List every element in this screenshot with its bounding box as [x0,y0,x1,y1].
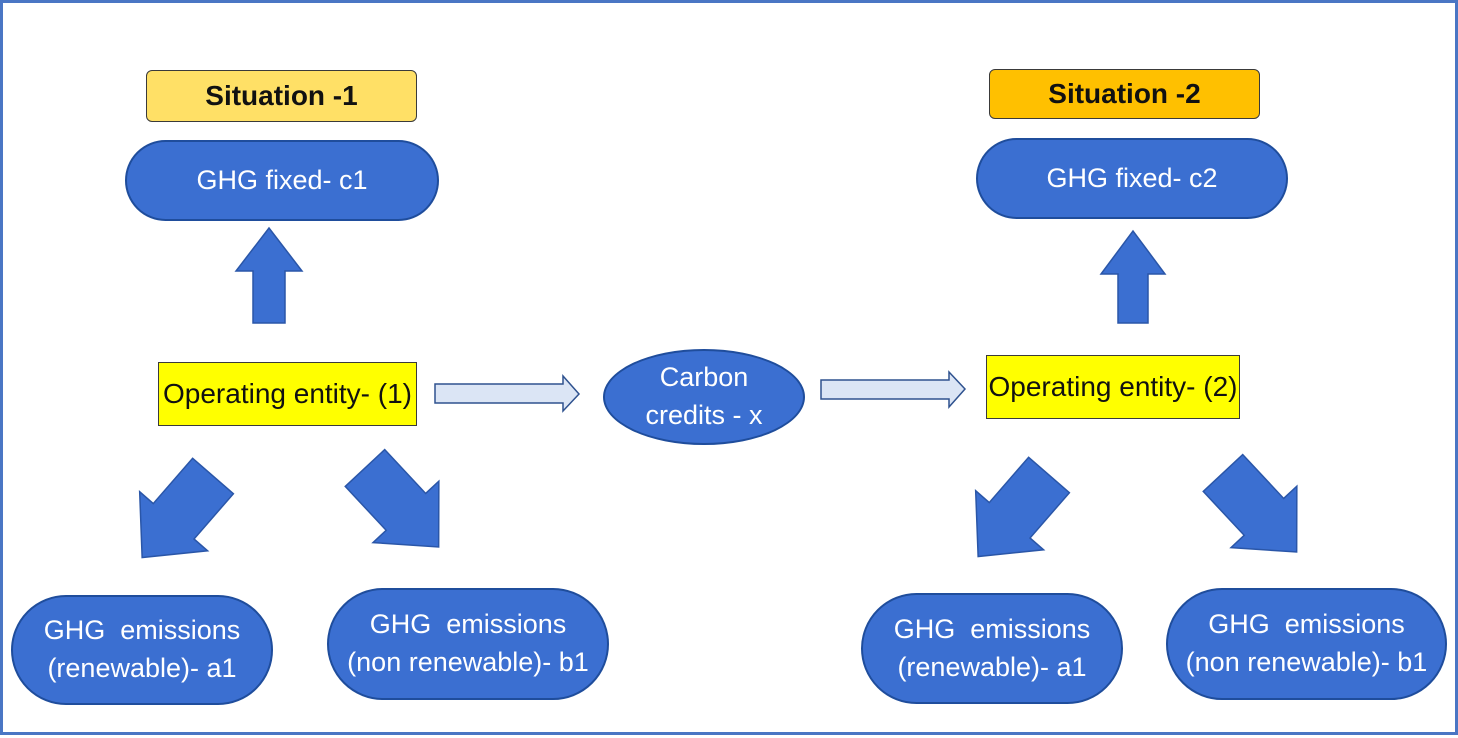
nonrenewable-2-line1: GHG emissions [1208,609,1405,640]
renewable-emissions-node-2: GHG emissions (renewable)- a1 [861,593,1123,704]
flow-arrow-entity1-to-credits [434,374,581,413]
carbon-credits-line2: credits - x [645,400,763,430]
down-left-arrow-situation-1 [138,457,235,559]
renewable-2-line1: GHG emissions [893,613,1091,644]
operating-entity-1-text: Operating entity- (1) [163,378,412,409]
renewable-emissions-node-1: GHG emissions (renewable)- a1 [11,595,273,705]
down-right-arrow-situation-1 [344,448,440,548]
operating-entity-1: Operating entity- (1) [158,362,417,426]
nonrenewable-1-line1: GHG emissions [369,609,567,640]
carbon-credits-line1: Carbon [659,362,749,393]
situation-2-title: Situation -2 [989,69,1260,119]
down-right-arrow-situation-2 [1202,453,1298,553]
nonrenewable-1-line2: (non renewable)- b1 [347,647,589,677]
situation-1-title-text: Situation -1 [205,80,358,111]
ghg-fixed-text-1: GHG fixed- c1 [196,164,368,195]
arrows-layer [138,226,1298,559]
ghg-fixed-node-1: GHG fixed- c1 [125,140,439,221]
operating-entity-2-text: Operating entity- (2) [988,371,1238,402]
up-arrow-situation-2 [1099,229,1167,324]
situation-2-title-text: Situation -2 [1048,78,1201,109]
nonrenewable-2-line2: (non renewable)- b1 [1185,647,1428,677]
ghg-fixed-text-2: GHG fixed- c2 [1046,162,1218,193]
operating-entity-2: Operating entity- (2) [986,355,1240,419]
ghg-fixed-node-2: GHG fixed- c2 [976,138,1288,219]
renewable-1-line2: (renewable)- a1 [47,653,237,683]
up-arrow-situation-1 [234,226,304,324]
renewable-2-line2: (renewable)- a1 [897,651,1087,682]
situation-1-title: Situation -1 [146,70,417,122]
down-left-arrow-situation-2 [974,456,1071,558]
nonrenewable-emissions-node-2: GHG emissions (non renewable)- b1 [1166,588,1447,700]
renewable-1-line1: GHG emissions [43,615,241,646]
nonrenewable-emissions-node-1: GHG emissions (non renewable)- b1 [327,588,609,700]
flow-arrow-credits-to-entity2 [820,370,967,409]
carbon-credits-node: Carbon credits - x [603,349,805,445]
